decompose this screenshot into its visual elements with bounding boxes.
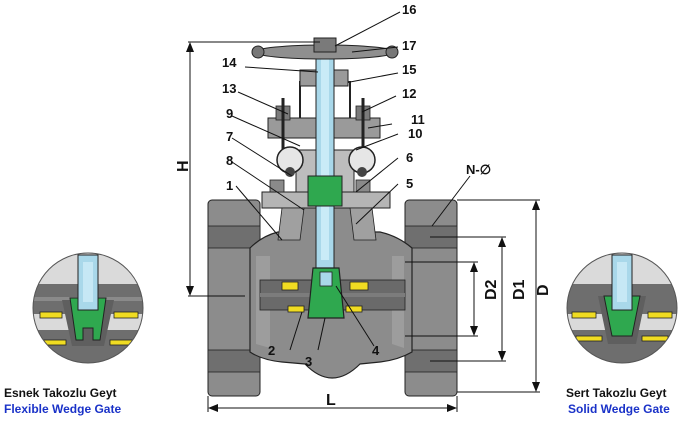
callout-6: 6 (406, 150, 413, 165)
solid-wedge-caption-en: Solid Wedge Gate (568, 402, 670, 416)
callout-8: 8 (226, 153, 233, 168)
callout-3: 3 (305, 354, 312, 369)
callout-14: 14 (222, 55, 237, 70)
callout-12: 12 (402, 86, 416, 101)
callout-1: 1 (226, 178, 233, 193)
callout-7: 7 (226, 129, 233, 144)
callout-10: 10 (408, 126, 422, 141)
flexible-wedge-inset (32, 252, 144, 364)
flexible-wedge-caption-en: Flexible Wedge Gate (4, 402, 122, 416)
callout-2: 2 (268, 343, 275, 358)
dim-d1-label: D1 (511, 279, 528, 300)
valve-assembly (207, 37, 458, 397)
flexible-wedge-caption-tr: Esnek Takozlu Geyt (4, 386, 117, 400)
dim-l-label: L (326, 392, 336, 409)
solid-wedge-caption-tr: Sert Takozlu Geyt (566, 386, 667, 400)
callout-9: 9 (226, 106, 233, 121)
callout-16: 16 (402, 2, 416, 17)
callout-11: 11 (411, 112, 425, 127)
callout-5: 5 (406, 176, 413, 191)
solid-wedge-inset (566, 252, 678, 364)
dimension-lines (186, 41, 540, 412)
dim-d2-label: D2 (483, 279, 500, 300)
callout-15: 15 (402, 62, 416, 77)
dim-h-label: H (175, 160, 192, 172)
leader-lines (231, 11, 471, 351)
dim-d-label: D (535, 284, 552, 296)
callout-17: 17 (402, 38, 416, 53)
callout-4: 4 (372, 343, 380, 358)
n-phi-label: N-∅ (466, 162, 491, 177)
callout-13: 13 (222, 81, 236, 96)
